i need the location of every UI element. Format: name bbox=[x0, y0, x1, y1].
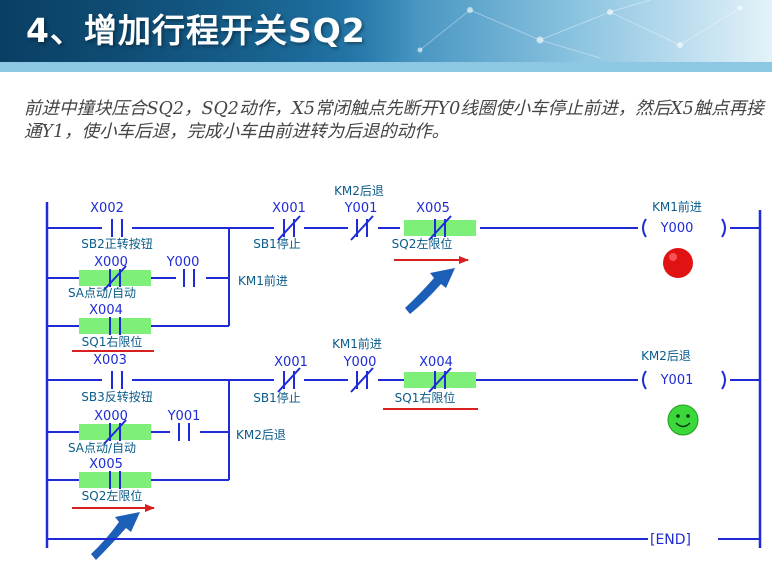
rung-2: X003 SB3反转按钮 X000 SA点动/自动 Y001 KM2后退 X00… bbox=[47, 336, 760, 560]
rung1-x000-name: SA点动/自动 bbox=[68, 286, 136, 300]
rung2-x001-name: SB1停止 bbox=[253, 390, 301, 405]
rung2-y001-contact: Y001 bbox=[167, 409, 201, 441]
rung2-x004-name: SQ1右限位 bbox=[395, 390, 456, 405]
rung1-y000-addr: Y000 bbox=[166, 255, 200, 270]
rung2-y000-addr: Y000 bbox=[343, 355, 377, 370]
rung1-y001-contact: KM2后退 Y001 bbox=[334, 184, 384, 241]
rung1-x001-contact: X001 SB1停止 bbox=[253, 201, 306, 251]
rung1-x002-contact: X002 SB2正转按钮 bbox=[81, 201, 153, 251]
reverse-indicator-lamp bbox=[667, 404, 699, 436]
rung2-coil-name: KM2后退 bbox=[641, 349, 691, 363]
rung1-x000-addr: X000 bbox=[94, 255, 128, 270]
rung2-x000-name: SA点动/自动 bbox=[68, 441, 136, 455]
forward-indicator-lamp bbox=[663, 248, 693, 278]
rung2-x001-addr: X001 bbox=[274, 355, 308, 370]
rung1-x001-name: SB1停止 bbox=[253, 236, 301, 251]
rung1-x001-addr: X001 bbox=[272, 201, 306, 216]
rung1-x005-name: SQ2左限位 bbox=[392, 236, 453, 251]
rung1-x002-addr: X002 bbox=[90, 201, 124, 216]
rung2-y001-addr: Y001 bbox=[167, 409, 201, 424]
rung1-y001-addr: Y001 bbox=[344, 201, 378, 216]
rung2-x005-contact: X005 SQ2左限位 bbox=[72, 457, 155, 512]
rung2-x004-contact: X004 SQ1右限位 bbox=[383, 355, 478, 410]
rung1-x002-name: SB2正转按钮 bbox=[81, 236, 153, 251]
page-title: 4、增加行程开关SQ2 bbox=[26, 11, 366, 50]
rung1-x000-contact: X000 SA点动/自动 bbox=[68, 255, 151, 300]
banner-shade bbox=[0, 0, 420, 62]
end-rung: [END] bbox=[47, 532, 760, 548]
rung-1: X002 SB2正转按钮 X000 SA点动/自动 Y000 KM1前进 X00… bbox=[47, 184, 760, 352]
rung1-coil-addr: Y000 bbox=[660, 221, 694, 236]
rung2-coil-addr: Y001 bbox=[660, 373, 694, 388]
rung2-x003-name: SB3反转按钮 bbox=[81, 389, 153, 404]
network-decoration bbox=[417, 0, 743, 59]
rung1-x004-name: SQ1右限位 bbox=[82, 334, 143, 349]
rung2-y000-name: KM1前进 bbox=[332, 336, 382, 351]
rung1-x005-addr: X005 bbox=[416, 201, 450, 216]
pointer-arrow-1 bbox=[405, 268, 455, 314]
pointer-arrow-2 bbox=[91, 512, 140, 560]
banner-strip bbox=[0, 62, 772, 72]
rung2-x000-contact: X000 SA点动/自动 bbox=[68, 409, 151, 455]
rung1-coil-name: KM1前进 bbox=[652, 199, 702, 214]
rung2-coil: KM2后退 Y001 bbox=[641, 349, 726, 390]
description-text: 前进中撞块压合SQ2，SQ2动作，X5常闭触点先断开Y0线圈使小车停止前进，然后… bbox=[24, 99, 764, 142]
rung2-y000-contact: KM1前进 Y000 bbox=[332, 336, 382, 393]
rung2-x000-addr: X000 bbox=[94, 409, 128, 424]
rung1-y001-name: KM2后退 bbox=[334, 184, 384, 198]
title-banner: 4、增加行程开关SQ2 bbox=[0, 0, 772, 62]
rung1-coil: KM1前进 Y000 bbox=[642, 199, 726, 238]
rung2-x003-contact: X003 SB3反转按钮 bbox=[81, 353, 153, 404]
rung1-x004-addr: X004 bbox=[89, 303, 123, 318]
end-instruction: [END] bbox=[650, 532, 691, 548]
rung1-x004-contact: X004 SQ1右限位 bbox=[72, 303, 154, 352]
rung2-x004-addr: X004 bbox=[419, 355, 453, 370]
forward-lamp-shine bbox=[669, 253, 677, 261]
rung1-y000-contact: Y000 bbox=[166, 255, 206, 287]
rung2-x005-name: SQ2左限位 bbox=[82, 488, 143, 503]
rung2-x005-addr: X005 bbox=[89, 457, 123, 472]
rung1-branch-label: KM1前进 bbox=[238, 273, 288, 288]
rung2-x001-contact: X001 SB1停止 bbox=[253, 355, 308, 405]
rung2-x003-addr: X003 bbox=[93, 353, 127, 368]
rung2-branch-label: KM2后退 bbox=[236, 428, 286, 442]
rung1-x005-contact: X005 SQ2左限位 bbox=[392, 201, 476, 264]
